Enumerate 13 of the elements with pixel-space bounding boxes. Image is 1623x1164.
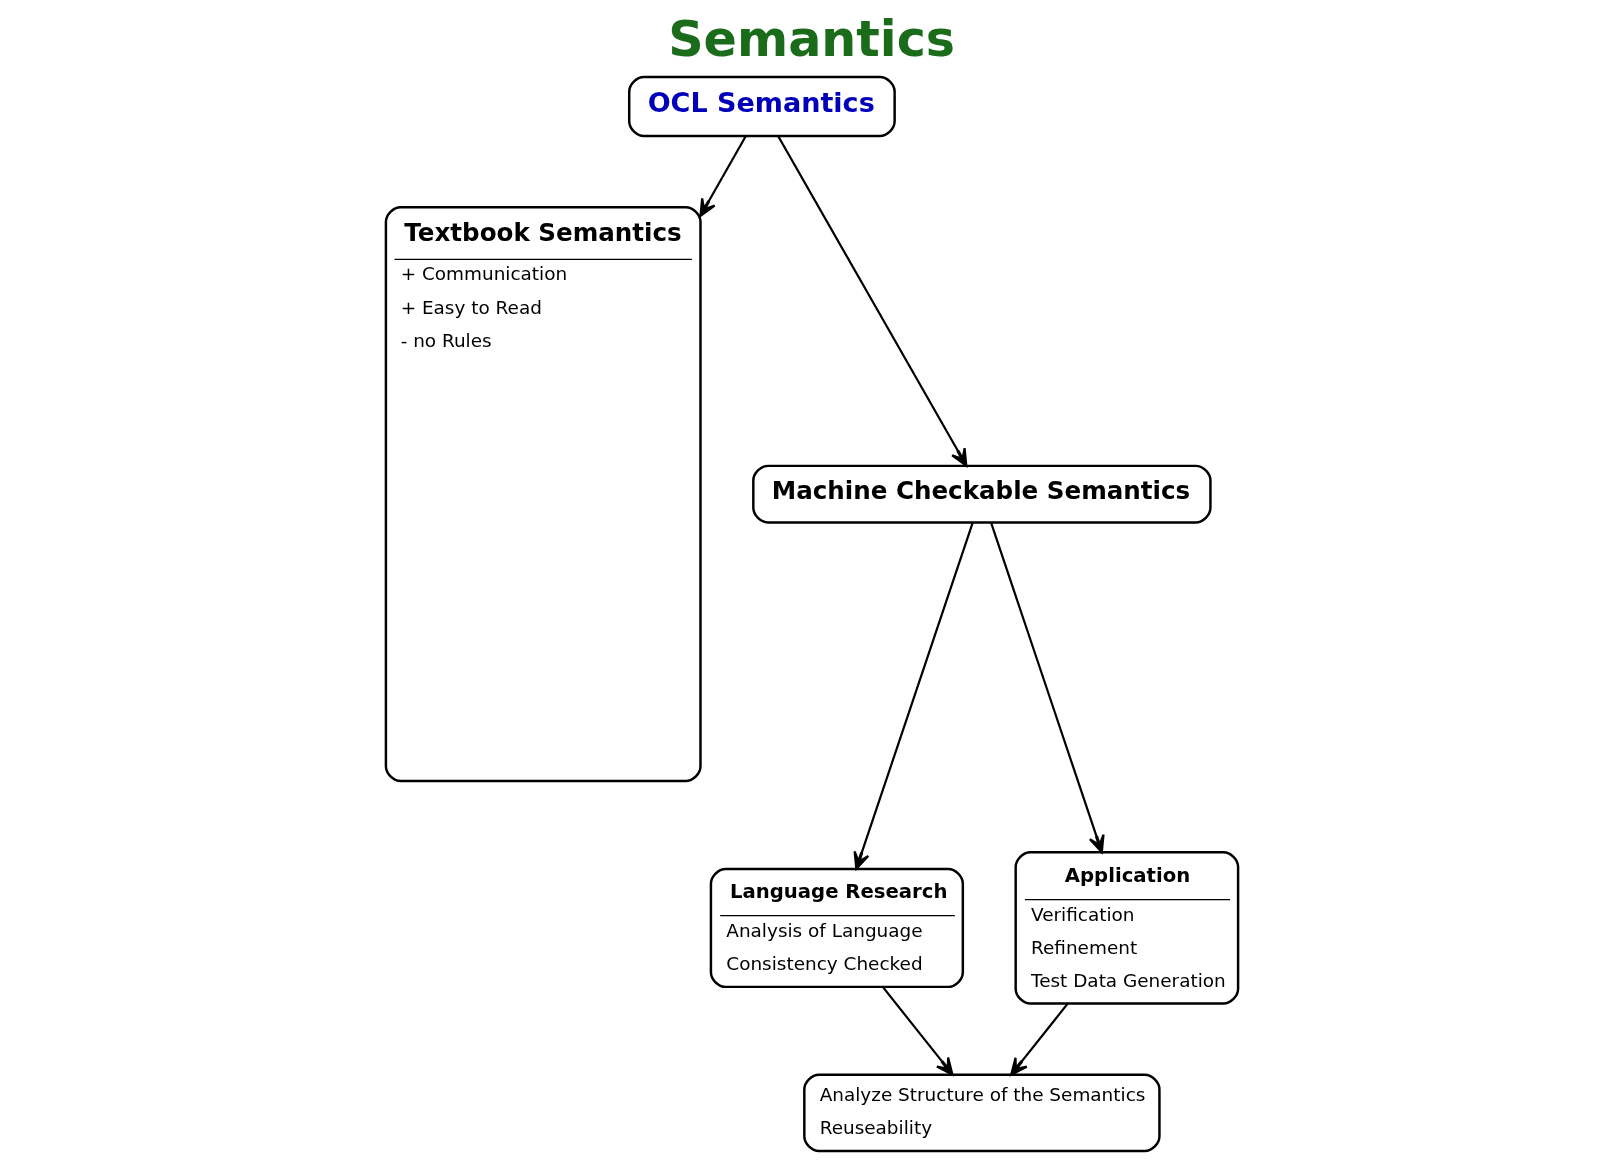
arrow: [881, 986, 954, 1076]
node-box: Application Verification Refinement Test Data Generation: [1013, 851, 1239, 1005]
arrow: [776, 135, 967, 467]
node-box: Machine Checkable Semantics: [751, 464, 1212, 524]
arrow: [698, 135, 747, 217]
diagram-title: Semantics: [667, 10, 955, 69]
arrow: [989, 522, 1105, 854]
arrow: [1009, 1003, 1068, 1076]
node-box: OCL Semantics: [627, 75, 896, 138]
node-box: Textbook Semantics + Communication + Easy to Read - no Rules: [384, 206, 702, 783]
node-box: Language Research Analysis of Language Consistency Checked: [709, 867, 964, 989]
node-box: Analyze Structure of the Semantics Reuseability: [802, 1073, 1161, 1153]
arrow: [853, 522, 974, 870]
